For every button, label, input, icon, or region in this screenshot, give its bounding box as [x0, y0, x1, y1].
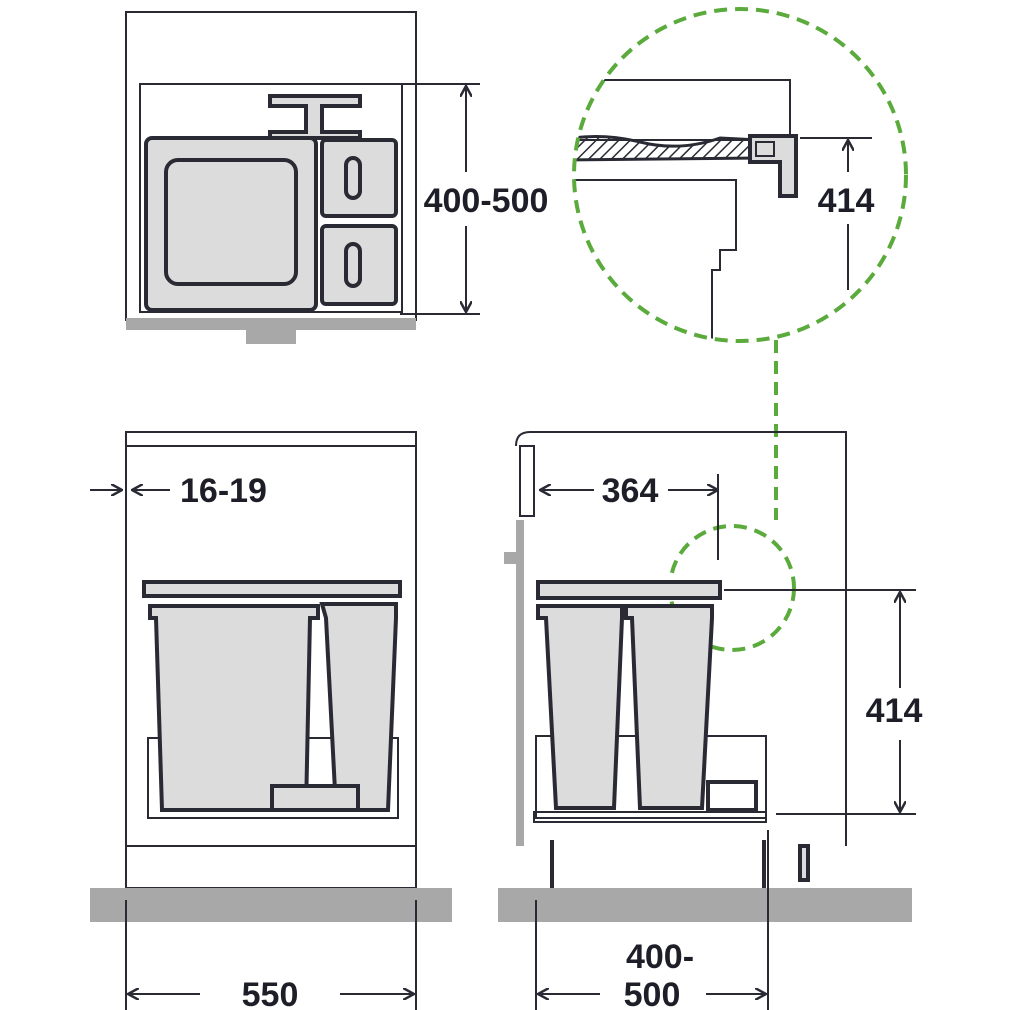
door-panel [516, 520, 524, 846]
mount-foot [246, 330, 296, 344]
front-floor [90, 888, 452, 922]
small-bin-handle-2 [344, 242, 362, 288]
front-width-label: 550 [242, 976, 299, 1010]
side-floor [498, 888, 912, 922]
small-bin-handle-1 [344, 156, 362, 200]
detail-height-label: 414 [818, 182, 875, 220]
detail-view: 414 [572, 7, 908, 652]
side-depth-label-line2: 500 [624, 976, 681, 1010]
front-bracket [270, 784, 360, 812]
detail-magnifier-circle [572, 7, 908, 343]
side-bin-2 [624, 604, 714, 810]
handle-bracket [268, 94, 362, 140]
panel-thickness-label: 16-19 [180, 472, 267, 510]
front-small-bin [319, 602, 398, 812]
front-view: 16-19 550 [90, 431, 452, 1010]
countertop-section [574, 134, 762, 162]
side-lid-frame [536, 580, 722, 600]
bin-depth-label: 364 [602, 472, 659, 510]
large-bin-top [144, 136, 318, 312]
side-runner [706, 780, 758, 812]
side-depth-label-line1: 400- [626, 938, 694, 976]
top-view-height-label: 400-500 [424, 182, 549, 220]
side-bin-1 [536, 604, 624, 810]
cabinet-floor [126, 318, 416, 330]
front-lid-frame [142, 580, 402, 598]
large-bin-opening [164, 158, 298, 286]
top-view: 400-500 [125, 11, 549, 344]
side-height-label: 414 [866, 692, 923, 730]
side-view: 364 414 400- 500 [498, 431, 923, 1010]
front-large-bin [148, 604, 320, 812]
frame-profile [748, 134, 798, 198]
bin-edge [574, 179, 737, 340]
